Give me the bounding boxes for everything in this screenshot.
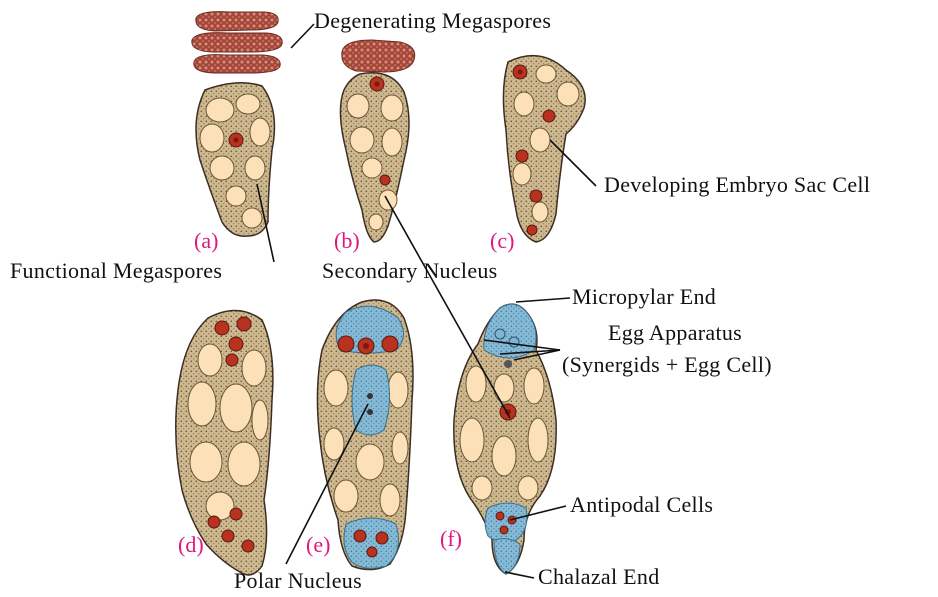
stage-label-a: (a) — [194, 228, 218, 254]
label-degenerating-megaspores: Degenerating Megaspores — [314, 8, 551, 34]
label-chalazal-end: Chalazal End — [538, 564, 660, 590]
line-micropylar — [516, 298, 570, 302]
label-egg-apparatus: Egg Apparatus — [608, 320, 742, 346]
label-secondary-nucleus: Secondary Nucleus — [322, 258, 498, 284]
cell-e — [317, 300, 413, 570]
stage-label-c: (c) — [490, 228, 514, 254]
stage-label-b: (b) — [334, 228, 360, 254]
label-developing-embryo-sac: Developing Embryo Sac Cell — [604, 172, 870, 198]
label-functional-megaspores: Functional Megaspores — [10, 258, 222, 284]
cell-c — [503, 56, 585, 242]
label-antipodal-cells: Antipodal Cells — [570, 492, 713, 518]
line-chalazal — [505, 572, 534, 578]
label-egg-apparatus-detail: (Synergids + Egg Cell) — [562, 352, 772, 378]
stage-label-e: (e) — [306, 532, 330, 558]
stage-label-f: (f) — [440, 526, 462, 552]
cell-b — [340, 73, 409, 242]
degenerating-megaspores-b — [342, 40, 415, 72]
line-degenerating — [291, 24, 314, 48]
degenerating-megaspores-a — [192, 12, 282, 73]
stage-label-d: (d) — [178, 532, 204, 558]
label-micropylar-end: Micropylar End — [572, 284, 716, 310]
label-polar-nucleus: Polar Nucleus — [234, 568, 362, 594]
